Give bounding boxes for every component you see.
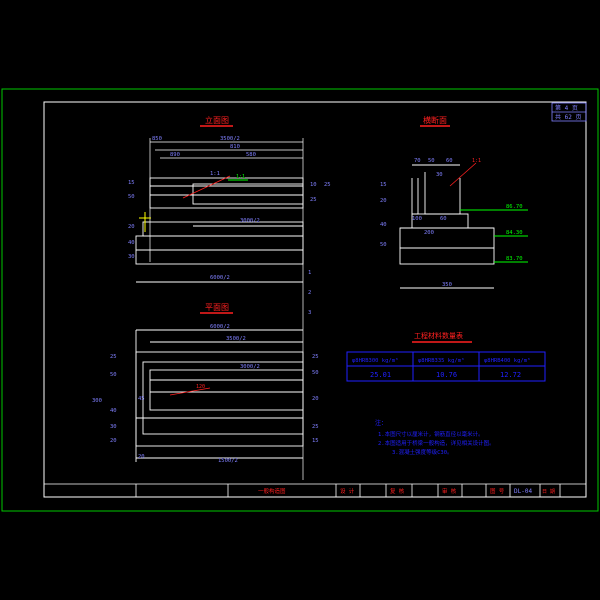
title-block-drawing-name: 一般构造图 xyxy=(258,487,286,495)
sec-dim-top-c: 60 xyxy=(446,158,453,164)
notes-line-3: 3.混凝土强度等级C30。 xyxy=(392,448,453,456)
sec-dim-w3: 200 xyxy=(424,230,434,236)
section-structure xyxy=(399,164,495,289)
plan-red-note: 120 xyxy=(196,384,205,390)
sec-elev-2: 84.30 xyxy=(506,230,523,236)
quantity-table-grid xyxy=(346,351,546,382)
section-red-note: 1:1 xyxy=(472,158,481,164)
plan-dim-left-c: 40 xyxy=(110,408,117,414)
sheet-total-label: 共 62 页 xyxy=(555,113,581,121)
elev-dim-left-a: 15 xyxy=(128,180,135,186)
elev-dim-bottom: 6000/2 xyxy=(210,275,230,281)
middle-mark-2: 2 xyxy=(308,290,311,296)
elev-dim-top-total: 3500/2 xyxy=(220,136,240,142)
plan-dim-top-2: 3500/2 xyxy=(226,336,246,342)
elev-dim-mid: 3000/2 xyxy=(240,218,260,224)
section-elevation-leaders xyxy=(460,209,528,263)
elev-dim-left-c: 20 xyxy=(128,224,135,230)
sec-dim-top-a: 70 xyxy=(414,158,421,164)
sec-dim-w2: 60 xyxy=(440,216,447,222)
middle-mark-3: 3 xyxy=(308,310,311,316)
elev-dim-right-a: 10 xyxy=(310,182,317,188)
elevation-red-leader xyxy=(182,175,231,199)
sec-dim-left-d: 50 xyxy=(380,242,387,248)
quantity-header-3: φ8HRB400 kg/m³ xyxy=(484,357,530,364)
sec-dim-left-b: 20 xyxy=(380,198,387,204)
plan-dim-left-a: 25 xyxy=(110,354,117,360)
plan-red-leader xyxy=(169,387,211,396)
outer-border xyxy=(1,88,599,512)
title-block-check: 复 核 xyxy=(390,487,405,495)
section-title: 横断面 xyxy=(423,115,447,125)
title-block-sheet-no-label: 图 号 xyxy=(490,487,505,495)
sheet-page-label: 第 4 页 xyxy=(555,104,578,112)
elevation-title: 立面图 xyxy=(205,115,229,125)
plan-dim-right-b: 50 xyxy=(312,370,319,376)
plan-dim-right-a: 25 xyxy=(312,354,319,360)
elevation-structure xyxy=(135,177,304,283)
notes-heading: 注： xyxy=(375,419,387,427)
notes-line-2: 2.本图适用于桥梁一般构造，详见相关设计图。 xyxy=(378,439,495,447)
quantity-header-1: φ8HRB300 kg/m³ xyxy=(352,357,398,364)
elev-dim-d3: 890 xyxy=(170,152,180,158)
plan-structure xyxy=(135,329,304,462)
sec-dim-bottom: 350 xyxy=(442,282,452,288)
quantity-value-3: 12.72 xyxy=(500,371,521,379)
elev-dim-d4: 580 xyxy=(246,152,256,158)
plan-dim-left-d: 30 xyxy=(110,424,117,430)
sec-dim-left-c: 40 xyxy=(380,222,387,228)
elev-dim-right-b: 25 xyxy=(324,182,331,188)
plan-dim-bottom: 1500/2 xyxy=(218,458,238,464)
sheet-counter xyxy=(551,102,587,122)
plan-dim-top-total: 6000/2 xyxy=(210,324,230,330)
plan-title: 平面图 xyxy=(205,303,229,312)
plan-dim-inner-b: 20 xyxy=(138,454,145,460)
drawing-frame xyxy=(43,101,587,498)
elevation-yellow-marker xyxy=(139,212,151,232)
sec-dim-top-b: 50 xyxy=(428,158,435,164)
sec-elev-1: 86.70 xyxy=(506,204,523,210)
plan-dim-inner-a: 45 xyxy=(138,396,145,402)
elev-dim-left-d: 40 xyxy=(128,240,135,246)
middle-mark-1: 1 xyxy=(308,270,311,276)
quantity-table-title: 工程材料数量表 xyxy=(414,331,463,340)
elev-leader-note: 1:1 xyxy=(210,171,220,177)
sec-dim-w1: 100 xyxy=(412,216,422,222)
sec-dim-top-d: 30 xyxy=(436,172,443,178)
sec-dim-left-a: 15 xyxy=(380,182,387,188)
plan-dim-left-b: 50 xyxy=(110,372,117,378)
quantity-header-2: φ8HRB335 kg/m³ xyxy=(418,357,464,364)
notes-line-1: 1.本图尺寸以厘米计，钢筋直径以毫米计。 xyxy=(378,430,484,438)
elev-dim-left-e: 30 xyxy=(128,254,135,260)
title-block-design: 设 计 xyxy=(340,487,355,495)
title-block-sheet-no: DL-04 xyxy=(514,488,532,495)
elev-dim-right-c: 25 xyxy=(310,197,317,203)
quantity-value-1: 25.01 xyxy=(370,371,391,379)
plan-dim-right-e: 15 xyxy=(312,438,319,444)
elev-dim-d2: 810 xyxy=(230,144,240,150)
elev-green-note: 1:1 xyxy=(236,174,245,180)
plan-dim-left-total: 300 xyxy=(92,398,102,404)
title-block-review: 审 核 xyxy=(442,487,457,495)
plan-dim-top-3: 3000/2 xyxy=(240,364,260,370)
elev-dim-left-b: 50 xyxy=(128,194,135,200)
title-block-date: 日 期 xyxy=(542,489,555,495)
elev-dim-d1: 850 xyxy=(152,136,162,142)
sec-elev-3: 83.70 xyxy=(506,256,523,262)
plan-dim-left-e: 20 xyxy=(110,438,117,444)
plan-dim-right-c: 20 xyxy=(312,396,319,402)
title-block xyxy=(44,483,586,497)
section-red-leader xyxy=(449,162,477,187)
quantity-value-2: 10.76 xyxy=(436,371,457,379)
plan-dim-right-d: 25 xyxy=(312,424,319,430)
